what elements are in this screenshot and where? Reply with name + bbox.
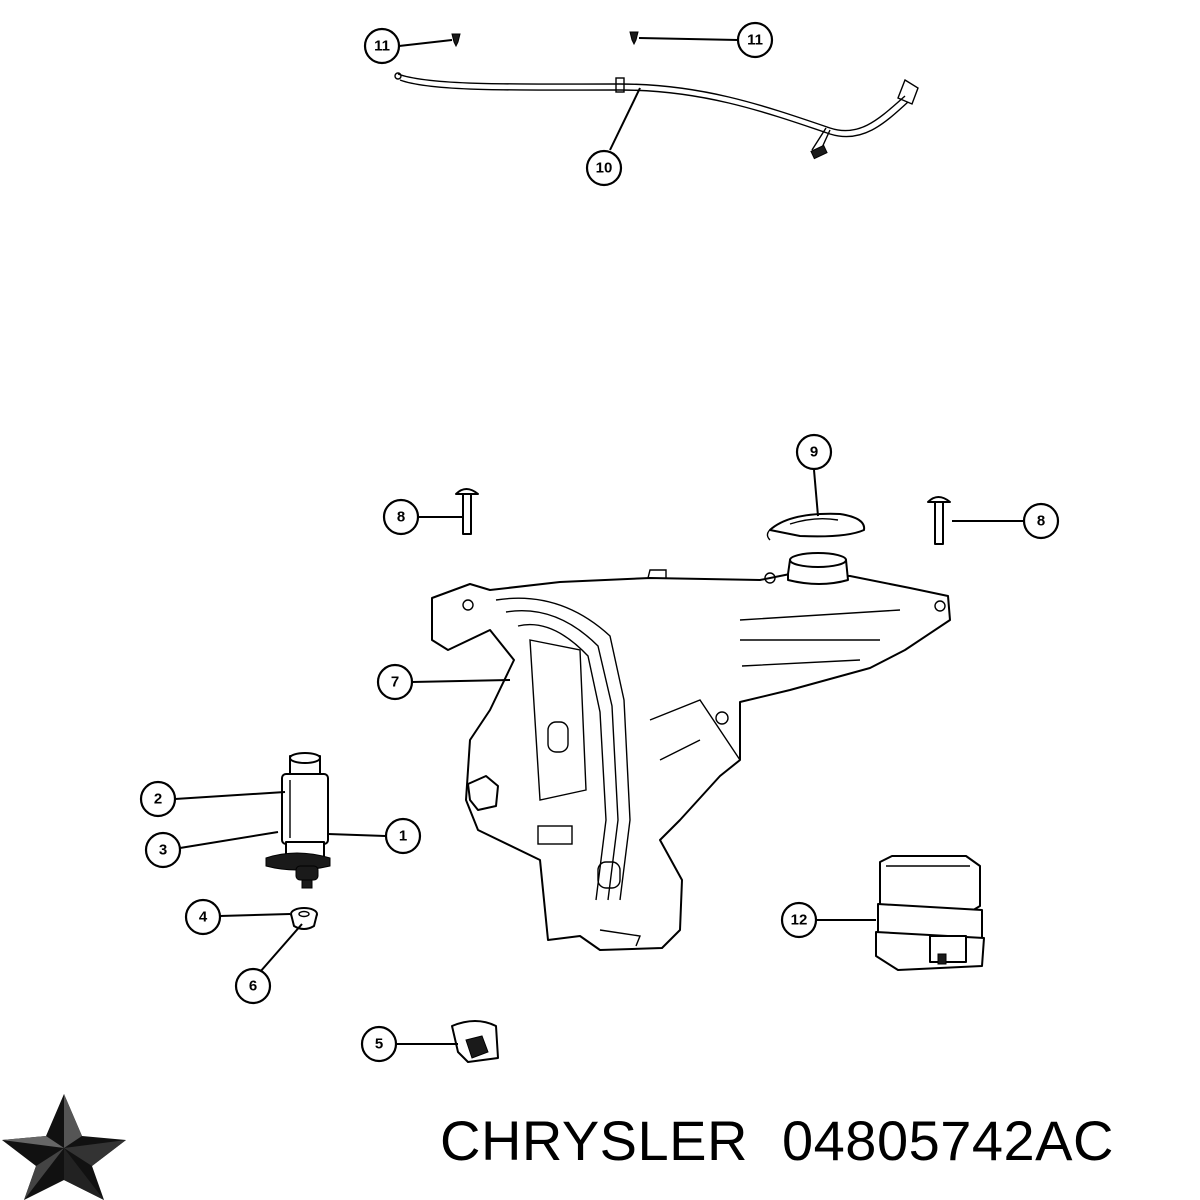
chrysler-pentastar-logo-icon [0,1090,128,1200]
callout-7-label: 7 [391,674,399,691]
callout-8-left-label: 8 [397,509,405,526]
callout-6: 6 [234,967,272,1005]
callout-8-right: 8 [1022,502,1060,540]
callout-6-label: 6 [249,978,257,995]
callout-2: 2 [139,780,177,818]
callout-1: 1 [384,817,422,855]
callout-3-label: 3 [159,842,167,859]
bolt-part-right [927,496,951,545]
callout-7: 7 [376,663,414,701]
callout-1-label: 1 [399,828,407,845]
washer-pump-part [265,752,331,889]
callout-12-label: 12 [791,912,808,929]
part-number: 04805742AC [782,1109,1114,1172]
callout-4-label: 4 [199,909,208,926]
washer-hose-part [394,72,919,160]
callout-11-right: 11 [736,21,774,59]
reservoir-cap-part [766,512,866,541]
hose-clip-part-left [451,33,461,48]
callout-5-label: 5 [375,1036,383,1053]
hose-clip-part-right [629,31,639,46]
callout-11-left-label: 11 [374,38,390,55]
callout-8-left: 8 [382,498,420,536]
callout-5: 5 [360,1025,398,1063]
callout-9: 9 [795,433,833,471]
bolt-part-left [455,488,479,535]
callout-11-left: 11 [363,27,401,65]
callout-10-label: 10 [596,160,613,177]
part-caption: CHRYSLER 04805742AC [440,1108,1200,1178]
level-sensor-part [451,1020,499,1063]
callout-3: 3 [144,831,182,869]
brand-name: CHRYSLER [440,1109,748,1172]
callout-11-right-label: 11 [747,32,763,49]
callout-12: 12 [780,901,818,939]
callout-10: 10 [585,149,623,187]
callout-8-right-label: 8 [1037,513,1045,530]
leader-lines [174,37,1024,1045]
control-module-part [875,855,985,971]
pump-grommet-part [290,907,318,930]
callout-9-label: 9 [810,444,818,461]
washer-reservoir-part [431,552,951,951]
callout-2-label: 2 [154,791,162,808]
callout-4: 4 [184,898,222,936]
